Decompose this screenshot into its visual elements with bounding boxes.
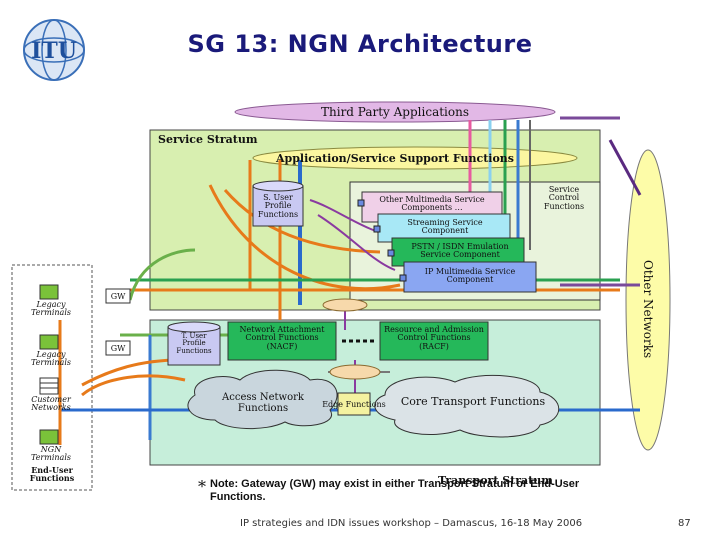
edge-box bbox=[337, 392, 371, 416]
access-network-label: Access Network Functions bbox=[222, 392, 304, 414]
gw-box-1 bbox=[105, 288, 131, 304]
core-transport-label: Core Transport Functions bbox=[400, 395, 546, 408]
footer-text: IP strategies and IDN issues workshop – … bbox=[240, 518, 583, 529]
edge-label: Edge Functions bbox=[322, 400, 386, 409]
racf-label: Resource and Admission Control Functions… bbox=[384, 325, 484, 351]
logo-text: ITU bbox=[31, 38, 77, 64]
customer-networks-label: Customer Networks bbox=[31, 395, 71, 413]
t-user-profile-label: T. User Profile Functions bbox=[176, 332, 212, 355]
ngn-terminals-label: NGN Terminals bbox=[30, 445, 71, 463]
legacy-terminals-label-2: Legacy Terminals bbox=[30, 350, 71, 368]
service-stratum-label: Service Stratum bbox=[158, 133, 258, 146]
nacf-label: Network Attachment Control Functions (NA… bbox=[239, 325, 325, 351]
core-transport-cloud bbox=[374, 374, 560, 438]
gw-label-1: GW bbox=[111, 292, 126, 301]
other-multimedia-label: Other Multimedia Service Components … bbox=[379, 195, 485, 213]
third-party-ellipse bbox=[234, 101, 556, 123]
itu-logo: ITU bbox=[23, 19, 85, 81]
gw-box-2 bbox=[105, 340, 131, 356]
legacy-terminals-label-1: Legacy Terminals bbox=[30, 300, 71, 318]
page-number: 87 bbox=[678, 518, 691, 529]
app-support-label: Application/Service Support Functions bbox=[275, 152, 514, 165]
streaming-label: Streaming Service Component bbox=[407, 218, 483, 236]
note-star: * bbox=[198, 477, 206, 496]
pstn-label: PSTN / ISDN Emulation Service Component bbox=[411, 242, 509, 260]
third-party-label: Third Party Applications bbox=[321, 105, 469, 119]
gateway-note: Note: Gateway (GW) may exist in either T… bbox=[210, 478, 580, 504]
app-support-ellipse bbox=[252, 146, 578, 170]
transport-stratum-label: Transport Stratum bbox=[438, 474, 553, 487]
s-user-profile-label: S. User Profile Functions bbox=[257, 193, 299, 219]
gw-label-2: GW bbox=[111, 344, 126, 353]
slide-title: SG 13: NGN Architecture bbox=[187, 30, 533, 58]
streaming-box bbox=[377, 213, 511, 243]
ip-multimedia-label: IP Multimedia Service Component bbox=[424, 267, 516, 285]
racf-box bbox=[379, 321, 489, 361]
end-user-functions-label: End-User Functions bbox=[29, 465, 75, 484]
nacf-box bbox=[227, 321, 337, 361]
access-network-cloud bbox=[187, 369, 338, 430]
other-networks-ellipse bbox=[625, 149, 671, 451]
pstn-box bbox=[391, 237, 525, 267]
service-control-label: Service Control Functions bbox=[543, 185, 585, 211]
ip-multimedia-box bbox=[403, 261, 537, 293]
other-networks-label: Other Networks bbox=[641, 260, 655, 358]
